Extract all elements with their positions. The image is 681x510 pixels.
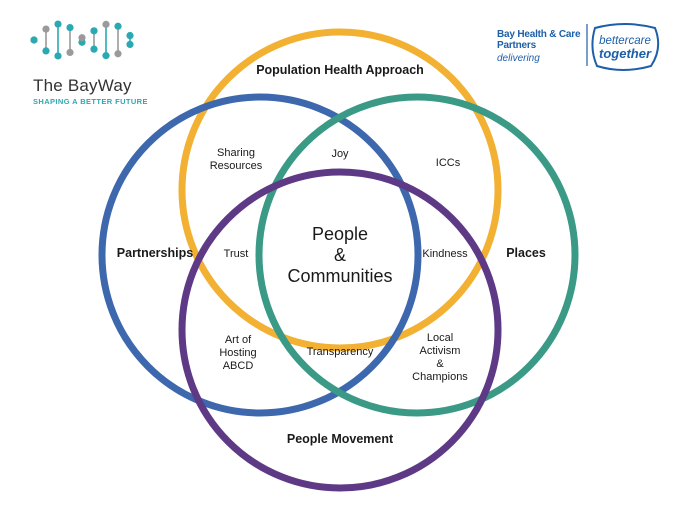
region-trust: Trust	[224, 248, 249, 260]
region-activism-3: &	[436, 358, 444, 370]
label-places: Places	[506, 246, 546, 260]
helix-node	[114, 22, 122, 30]
region-transparency: Transparency	[307, 346, 374, 358]
bayway-tagline: SHAPING A BETTER FUTURE	[33, 97, 148, 106]
dna-helix-icon	[30, 20, 134, 60]
helix-node	[78, 34, 86, 42]
label-partnerships: Partnerships	[117, 246, 193, 260]
circle-people-movement	[178, 168, 502, 492]
label-people-movement: People Movement	[287, 432, 394, 446]
center-line-2: &	[334, 245, 346, 265]
helix-node	[54, 20, 62, 28]
helix-node	[90, 27, 98, 35]
bayway-wordmark: The BayWay	[33, 76, 132, 95]
helix-node	[66, 23, 74, 32]
partner-name: Bay Health & Care Partners	[497, 29, 581, 51]
helix-node	[42, 47, 50, 55]
region-activism-1: Local	[427, 332, 453, 344]
helix-node	[102, 20, 110, 28]
region-sharing-1: Sharing	[217, 147, 255, 159]
better-care-together-badge: bettercare together	[586, 23, 660, 71]
region-activism-4: Champions	[412, 371, 468, 383]
region-iccs: ICCs	[436, 157, 461, 169]
helix-node	[30, 36, 38, 44]
badge-line1: bettercare	[599, 35, 651, 47]
center-line-3: Communities	[287, 266, 392, 286]
helix-node	[126, 31, 134, 40]
bayway-logo: The BayWay SHAPING A BETTER FUTURE	[28, 18, 158, 108]
region-kindness: Kindness	[422, 248, 468, 260]
region-art-1: Art of	[225, 334, 252, 346]
region-sharing-2: Resources	[210, 160, 263, 172]
badge-line2: together	[599, 46, 652, 61]
helix-node	[42, 25, 50, 33]
region-activism-2: Activism	[420, 345, 461, 357]
helix-node	[102, 52, 110, 60]
helix-node	[114, 50, 122, 58]
badge-outline	[591, 23, 660, 71]
circle-partnerships	[98, 93, 422, 417]
bay-health-logo: Bay Health & Care Partners delivering be…	[497, 18, 667, 78]
helix-node	[90, 45, 98, 53]
circle-places	[255, 93, 579, 417]
helix-node	[54, 52, 62, 60]
region-art-2: Hosting	[219, 347, 256, 359]
label-population-health: Population Health Approach	[256, 63, 424, 77]
region-joy: Joy	[331, 148, 349, 160]
center-line-1: People	[312, 224, 368, 244]
helix-node	[66, 48, 74, 57]
helix-node	[126, 40, 134, 49]
partner-subtitle: delivering	[497, 53, 540, 64]
circle-population-health	[178, 28, 502, 352]
region-art-3: ABCD	[223, 360, 254, 372]
